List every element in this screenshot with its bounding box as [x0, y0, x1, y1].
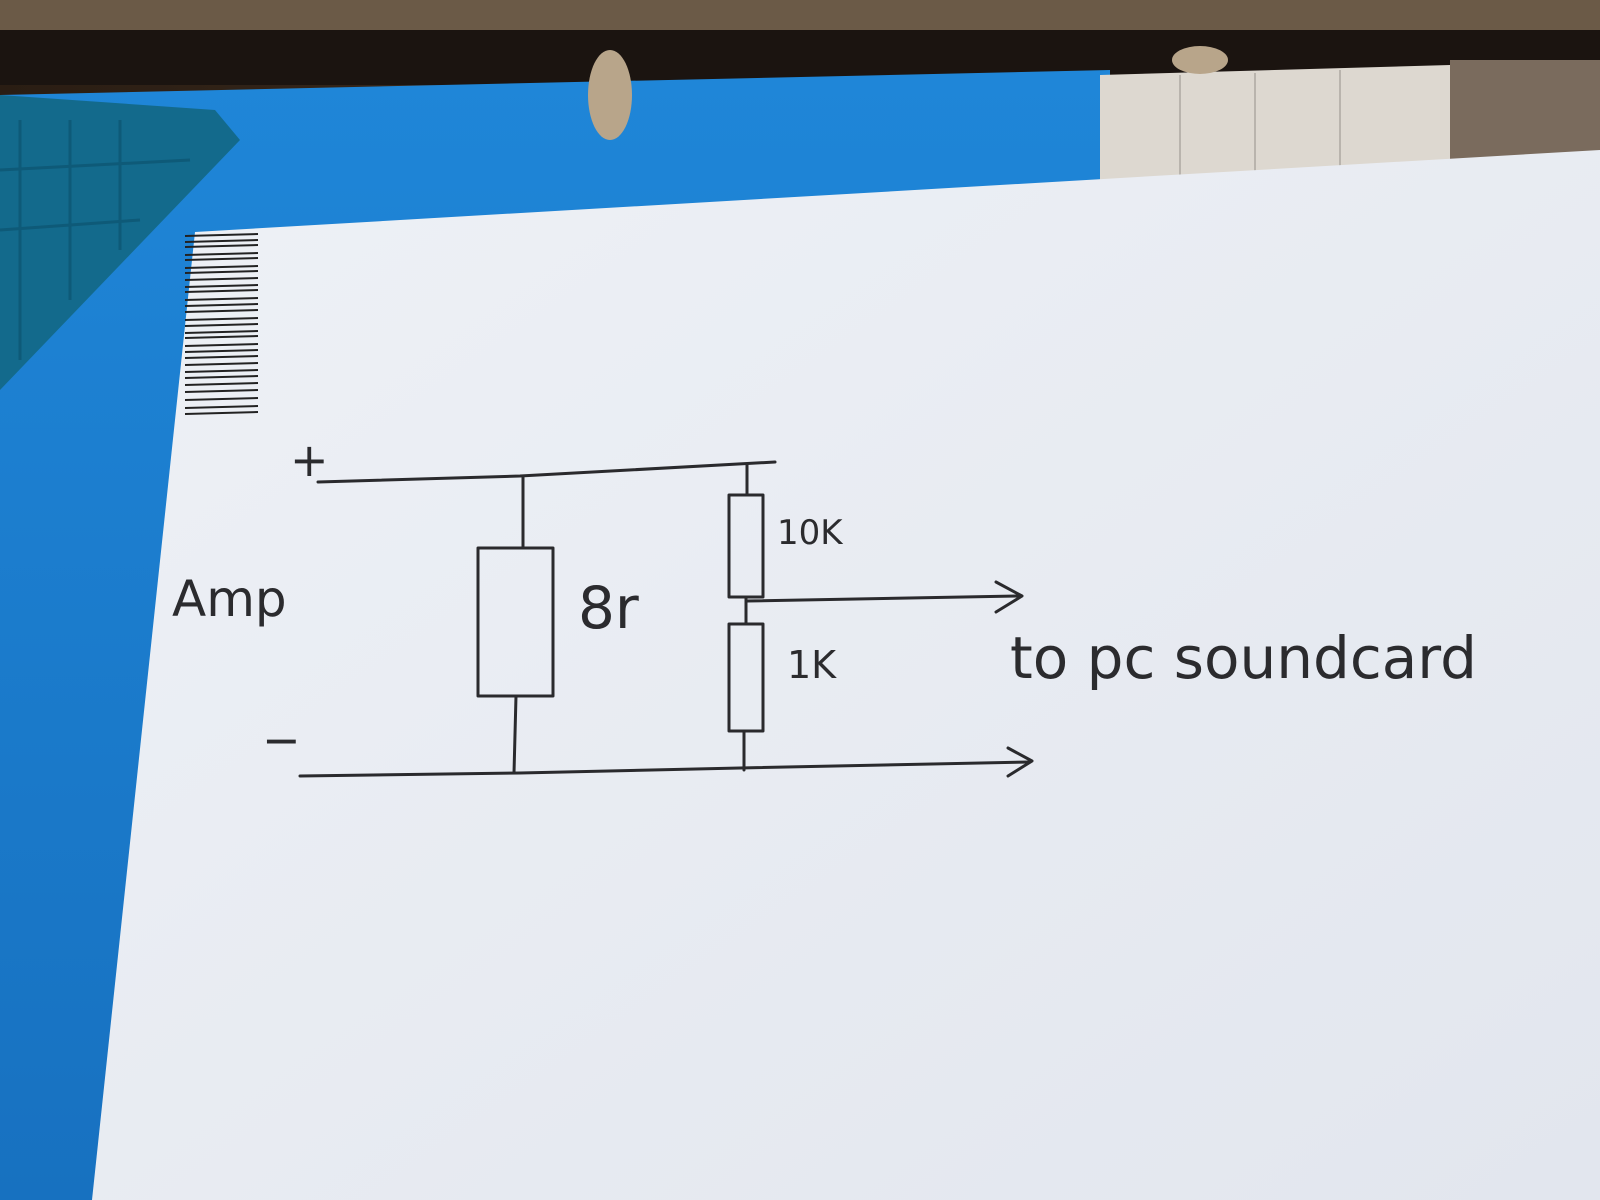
upper-divider-label: 10K	[777, 513, 844, 553]
negative-output-arrow	[1006, 746, 1034, 778]
paper-sheet	[92, 150, 1600, 1200]
load-resistor-label: 8r	[578, 574, 639, 642]
lined-paper-rules	[1179, 70, 1341, 180]
minus-label: −	[262, 713, 301, 767]
amp-label: Amp	[172, 570, 287, 628]
signal-output-arrow	[994, 580, 1024, 614]
barcode	[184, 233, 259, 415]
signal-output-line	[745, 594, 1022, 603]
destination-label: to pc soundcard	[1010, 624, 1477, 692]
lower-divider-label: 1K	[787, 643, 837, 687]
circuit-schematic	[298, 460, 1034, 778]
plus-label: +	[290, 433, 329, 487]
binder-holes	[588, 46, 1228, 140]
load-resistor-bottom-lead	[512, 694, 518, 775]
negative-rail	[298, 760, 1032, 778]
positive-rail	[316, 460, 777, 484]
wood-top-strip	[0, 0, 1600, 30]
lower-divider-resistor	[727, 622, 765, 733]
lined-paper	[1100, 65, 1450, 185]
cutting-mat-grid	[0, 120, 191, 360]
